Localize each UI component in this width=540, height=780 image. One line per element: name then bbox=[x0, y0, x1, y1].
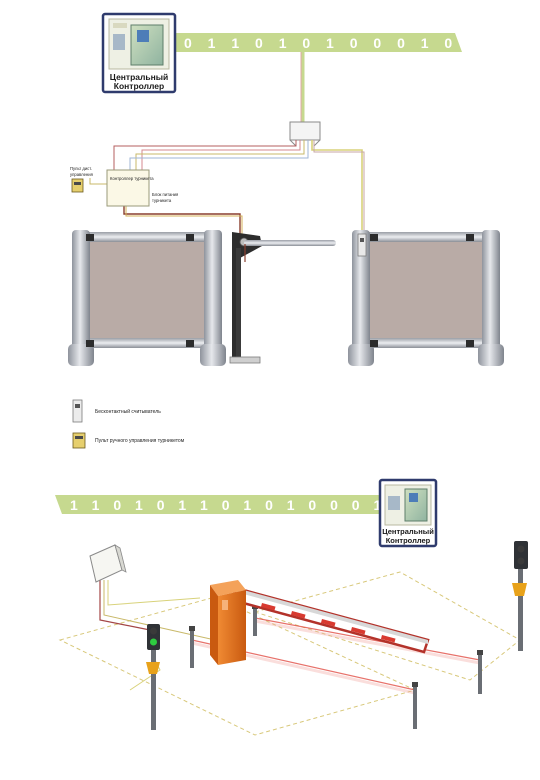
legend-remote: Пульт ручного управления турникетом bbox=[72, 432, 185, 449]
junction-box bbox=[289, 121, 321, 147]
turnstile bbox=[229, 232, 336, 364]
remote-legend-icon bbox=[72, 432, 86, 449]
legend-reader-label: Бесконтактный считыватель bbox=[95, 408, 161, 415]
top-bus-bits: 0 1 1 0 1 0 1 0 0 0 1 0 1 bbox=[184, 35, 482, 51]
top-data-bus: 0 1 1 0 1 0 1 0 0 0 1 0 1 bbox=[170, 33, 482, 52]
ground-outline bbox=[58, 571, 521, 736]
bottom-central-controller: Центральный Контроллер bbox=[378, 478, 438, 548]
bottom-controller-line1: Центральный bbox=[382, 527, 434, 536]
remote-label-2: управления bbox=[70, 172, 93, 177]
remote-label-1: Пульт дист. bbox=[70, 166, 92, 171]
bottom-junction-box bbox=[89, 544, 127, 583]
left-traffic-light bbox=[146, 624, 160, 730]
sensor-label-1: Блок питания bbox=[152, 192, 178, 197]
legend-reader: Бесконтактный считыватель bbox=[72, 399, 161, 423]
top-remote-control: Пульт дист. управления bbox=[70, 166, 93, 193]
sensor-label-2: турникета bbox=[152, 198, 172, 203]
bottom-data-bus: 1 1 0 1 0 1 1 0 1 0 1 0 0 0 1 0 1 bbox=[55, 495, 430, 514]
control-box-label-1: Контроллер турникета bbox=[110, 176, 154, 181]
barrier-arm bbox=[230, 586, 430, 654]
top-bus-drop bbox=[300, 52, 305, 122]
barrier-cabinet bbox=[210, 580, 246, 665]
right-traffic-light bbox=[512, 541, 528, 651]
right-glass-gate bbox=[348, 230, 504, 366]
top-wiring bbox=[89, 140, 365, 236]
bottom-controller-line2: Контроллер bbox=[386, 536, 431, 545]
turnstile-control-box: Контроллер турникета bbox=[106, 169, 154, 207]
card-reader-icon bbox=[357, 233, 367, 257]
legend: Бесконтактный считыватель Пульт ручного … bbox=[72, 399, 185, 449]
left-glass-gate bbox=[68, 230, 226, 366]
legend-remote-label: Пульт ручного управления турникетом bbox=[95, 438, 185, 444]
reader-legend-icon bbox=[72, 399, 83, 423]
bottom-bus-bits: 1 1 0 1 0 1 1 0 1 0 1 0 0 0 1 0 1 bbox=[70, 497, 430, 513]
top-controller-line1: Центральный bbox=[110, 72, 169, 82]
top-central-controller: Центральный Контроллер bbox=[101, 12, 177, 94]
top-controller-line2: Контроллер bbox=[114, 81, 164, 91]
